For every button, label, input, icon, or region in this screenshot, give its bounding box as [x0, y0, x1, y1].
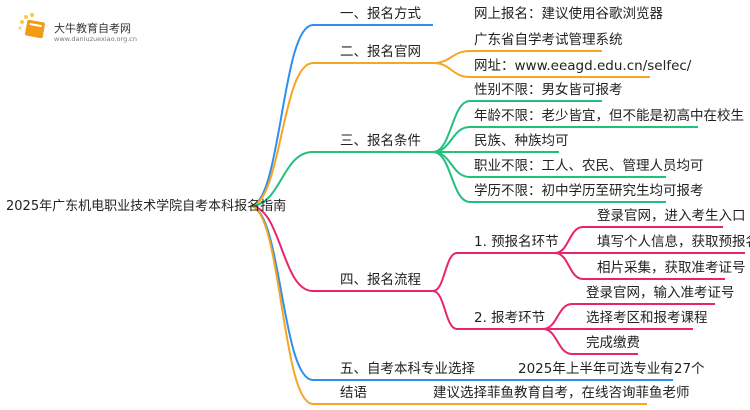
sub-branch-label: 1. 预报名环节: [474, 234, 559, 250]
leaf-label: 网址：www.eeagd.edu.cn/selfec/: [474, 58, 692, 74]
leaf-label: 网上报名：建议使用谷歌浏览器: [474, 6, 663, 22]
sub-connector: [432, 252, 458, 292]
leaf-connector: [432, 100, 471, 153]
leaf-connector: [432, 151, 471, 203]
branch-label: 一、报名方式: [340, 6, 421, 22]
leaf-label: 民族、种族均可: [474, 133, 569, 149]
branch-connector: [249, 62, 314, 207]
leaf-label: 填写个人信息，获取预报名号: [597, 234, 750, 250]
sub-branch-label: 2. 报考环节: [474, 310, 546, 326]
branch-label: 三、报名条件: [340, 133, 421, 149]
leaf-connector: [432, 62, 471, 78]
branch-label: 结语: [340, 385, 367, 401]
branch-label: 四、报名流程: [340, 272, 421, 288]
branch-connector: [249, 151, 314, 207]
leaf-label: 登录官网，输入准考证号: [586, 285, 735, 301]
leaf-label: 建议选择菲鱼教育自考，在线咨询菲鱼老师: [433, 385, 690, 401]
leaf-label: 性别不限：男女皆可报考: [474, 82, 623, 98]
leaf-label: 广东省自学考试管理系统: [474, 32, 623, 48]
logo-url: www.daniuzuexiao.org.cn: [54, 35, 137, 43]
logo-title: 大牛教育自考网: [54, 22, 131, 35]
leaf-label: 学历不限：初中学历至研究生均可报考: [474, 183, 704, 199]
leaf-connector: [542, 328, 573, 355]
leaf-label: 2025年上半年可选专业有27个: [518, 361, 705, 377]
leaf-label: 完成缴费: [586, 335, 640, 351]
sub-connector: [432, 290, 458, 330]
branch-connector: [249, 205, 314, 381]
branch-connector: [249, 205, 314, 292]
leaf-label: 职业不限：工人、农民、管理人员均可: [474, 158, 704, 174]
leaf-label: 选择考区和报考课程: [586, 310, 708, 326]
leaf-label: 相片采集，获取准考证号: [597, 260, 746, 276]
branch-label: 五、自考本科专业选择: [340, 361, 475, 377]
leaf-connector: [432, 151, 471, 178]
root-topic: 2025年广东机电职业技术学院自考本科报名指南: [6, 199, 287, 214]
leaf-connector: [542, 303, 573, 330]
leaf-connector: [554, 226, 584, 254]
book-logo-icon: [18, 13, 45, 39]
leaf-connector: [554, 252, 584, 280]
leaf-connector: [432, 126, 471, 153]
branch-label: 二、报名官网: [340, 44, 421, 60]
branch-connector: [249, 205, 314, 405]
leaf-connector: [432, 50, 471, 64]
leaf-label: 登录官网，进入考生入口: [597, 208, 746, 224]
leaf-label: 年龄不限：老少皆宜，但不能是初高中在校生: [474, 108, 744, 124]
